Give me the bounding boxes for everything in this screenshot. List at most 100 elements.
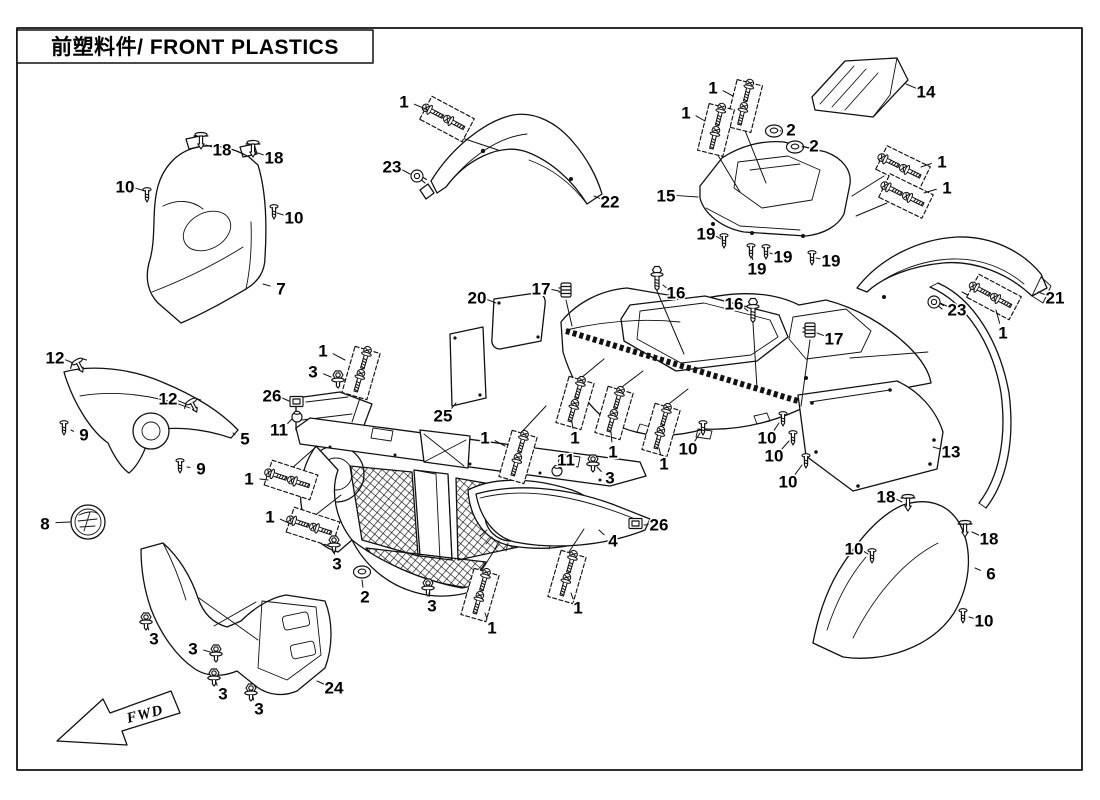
screw-icon xyxy=(788,430,798,446)
callout-leader xyxy=(262,283,271,287)
bolt-kit-icon xyxy=(697,102,735,158)
callout-label-3: 3 xyxy=(308,362,317,381)
callout-leader xyxy=(932,446,941,450)
callout-leader xyxy=(232,432,236,436)
callout-leader xyxy=(974,567,982,571)
callout-label-17: 17 xyxy=(532,279,551,298)
callout-label-1: 1 xyxy=(942,178,951,197)
screw-icon xyxy=(867,548,877,564)
callout-label-11: 11 xyxy=(557,450,575,469)
part-25-protect-film xyxy=(449,326,487,407)
washer-bolt-icon xyxy=(410,169,428,184)
callout-label-8: 8 xyxy=(40,514,49,533)
callout-leader xyxy=(252,696,255,701)
bolt-kit-icon xyxy=(263,459,319,501)
callout-label-26: 26 xyxy=(263,386,282,405)
callout-leader xyxy=(658,447,662,455)
callout-label-1: 1 xyxy=(998,323,1007,342)
bolt-icon xyxy=(746,297,760,324)
callout-label-18: 18 xyxy=(980,529,999,548)
callout-leader xyxy=(743,306,749,312)
callout-leader xyxy=(551,288,560,292)
callout-leader xyxy=(662,284,667,289)
assembly-line xyxy=(855,202,888,217)
push-clip-icon xyxy=(802,322,816,338)
screw-icon xyxy=(59,420,69,436)
callout-label-15: 15 xyxy=(657,186,676,205)
callout-label-16: 16 xyxy=(667,283,686,302)
assembly-line xyxy=(290,445,318,470)
callout-label-1: 1 xyxy=(244,469,253,488)
callout-label-12: 12 xyxy=(159,389,178,408)
callout-leader xyxy=(205,144,212,148)
callout-leader xyxy=(494,440,506,447)
bolt-kit-icon xyxy=(555,375,595,431)
callout-leader xyxy=(333,549,336,555)
callout-label-3: 3 xyxy=(149,629,158,648)
part-7-upper-left-side-panel xyxy=(146,135,267,324)
callout-label-1: 1 xyxy=(573,598,582,617)
assembly-line xyxy=(479,545,498,574)
callout-label-12: 12 xyxy=(46,348,65,367)
callout-leader xyxy=(413,103,429,111)
callout-leader xyxy=(361,579,364,588)
assembly-line xyxy=(715,151,741,193)
flange-bolt-icon xyxy=(139,612,153,631)
callout-leader xyxy=(781,440,790,450)
assembly-line xyxy=(851,175,885,197)
part-8-front-emblem xyxy=(70,504,106,540)
screw-icon xyxy=(175,458,185,474)
grommet-icon xyxy=(785,140,805,154)
callout-leader xyxy=(135,187,146,192)
callout-leader xyxy=(203,649,211,653)
title-block: 前塑料件/ FRONT PLASTICS xyxy=(16,29,374,64)
screw-icon xyxy=(778,411,788,427)
callout-label-11: 11 xyxy=(270,420,288,439)
callout-leader xyxy=(694,432,701,442)
push-rivet-icon xyxy=(245,139,261,158)
callout-label-1: 1 xyxy=(570,428,579,447)
part-5-nose-trim xyxy=(63,367,239,474)
screw-icon xyxy=(807,250,817,266)
callout-leader xyxy=(995,309,1001,324)
bolt-kit-icon xyxy=(725,78,763,134)
part-14-pod-lid xyxy=(811,57,909,118)
part-13-wheel-arch-band xyxy=(929,282,1012,509)
parts-layer: FWD xyxy=(56,57,1052,746)
callout-leader xyxy=(794,464,803,475)
callout-label-19: 19 xyxy=(822,251,841,270)
callout-label-16: 16 xyxy=(725,294,744,313)
fwd-arrow: FWD xyxy=(56,690,181,746)
assembly-line xyxy=(312,494,342,518)
callout-label-10: 10 xyxy=(758,428,777,447)
callout-leader xyxy=(920,162,932,168)
callout-label-1: 1 xyxy=(265,507,274,526)
callout-leader xyxy=(816,332,824,336)
screw-icon xyxy=(719,233,729,249)
bolt-icon xyxy=(650,265,664,292)
callout-label-3: 3 xyxy=(605,468,614,487)
callout-leader xyxy=(722,90,734,97)
callout-label-3: 3 xyxy=(218,684,227,703)
callout-leader xyxy=(863,551,869,555)
bolt-kit-icon xyxy=(641,402,681,458)
bolt-kit-icon xyxy=(875,145,931,191)
callout-label-10: 10 xyxy=(845,539,864,558)
callout-leader xyxy=(259,478,269,481)
callout-label-4: 4 xyxy=(608,531,618,550)
callout-leader xyxy=(401,169,411,175)
callout-label-19: 19 xyxy=(697,224,716,243)
hardware-kits-layer xyxy=(263,78,1022,623)
callout-label-23: 23 xyxy=(383,157,402,176)
callout-leader xyxy=(70,429,74,432)
square-clip-icon xyxy=(628,517,643,530)
callout-leader xyxy=(815,257,821,260)
screw-icon xyxy=(801,453,811,469)
callout-leader xyxy=(276,212,284,216)
callout-leader xyxy=(287,418,293,425)
callout-label-9: 9 xyxy=(196,459,205,478)
part-15-front-pod xyxy=(699,140,851,238)
callout-label-10: 10 xyxy=(779,472,798,491)
